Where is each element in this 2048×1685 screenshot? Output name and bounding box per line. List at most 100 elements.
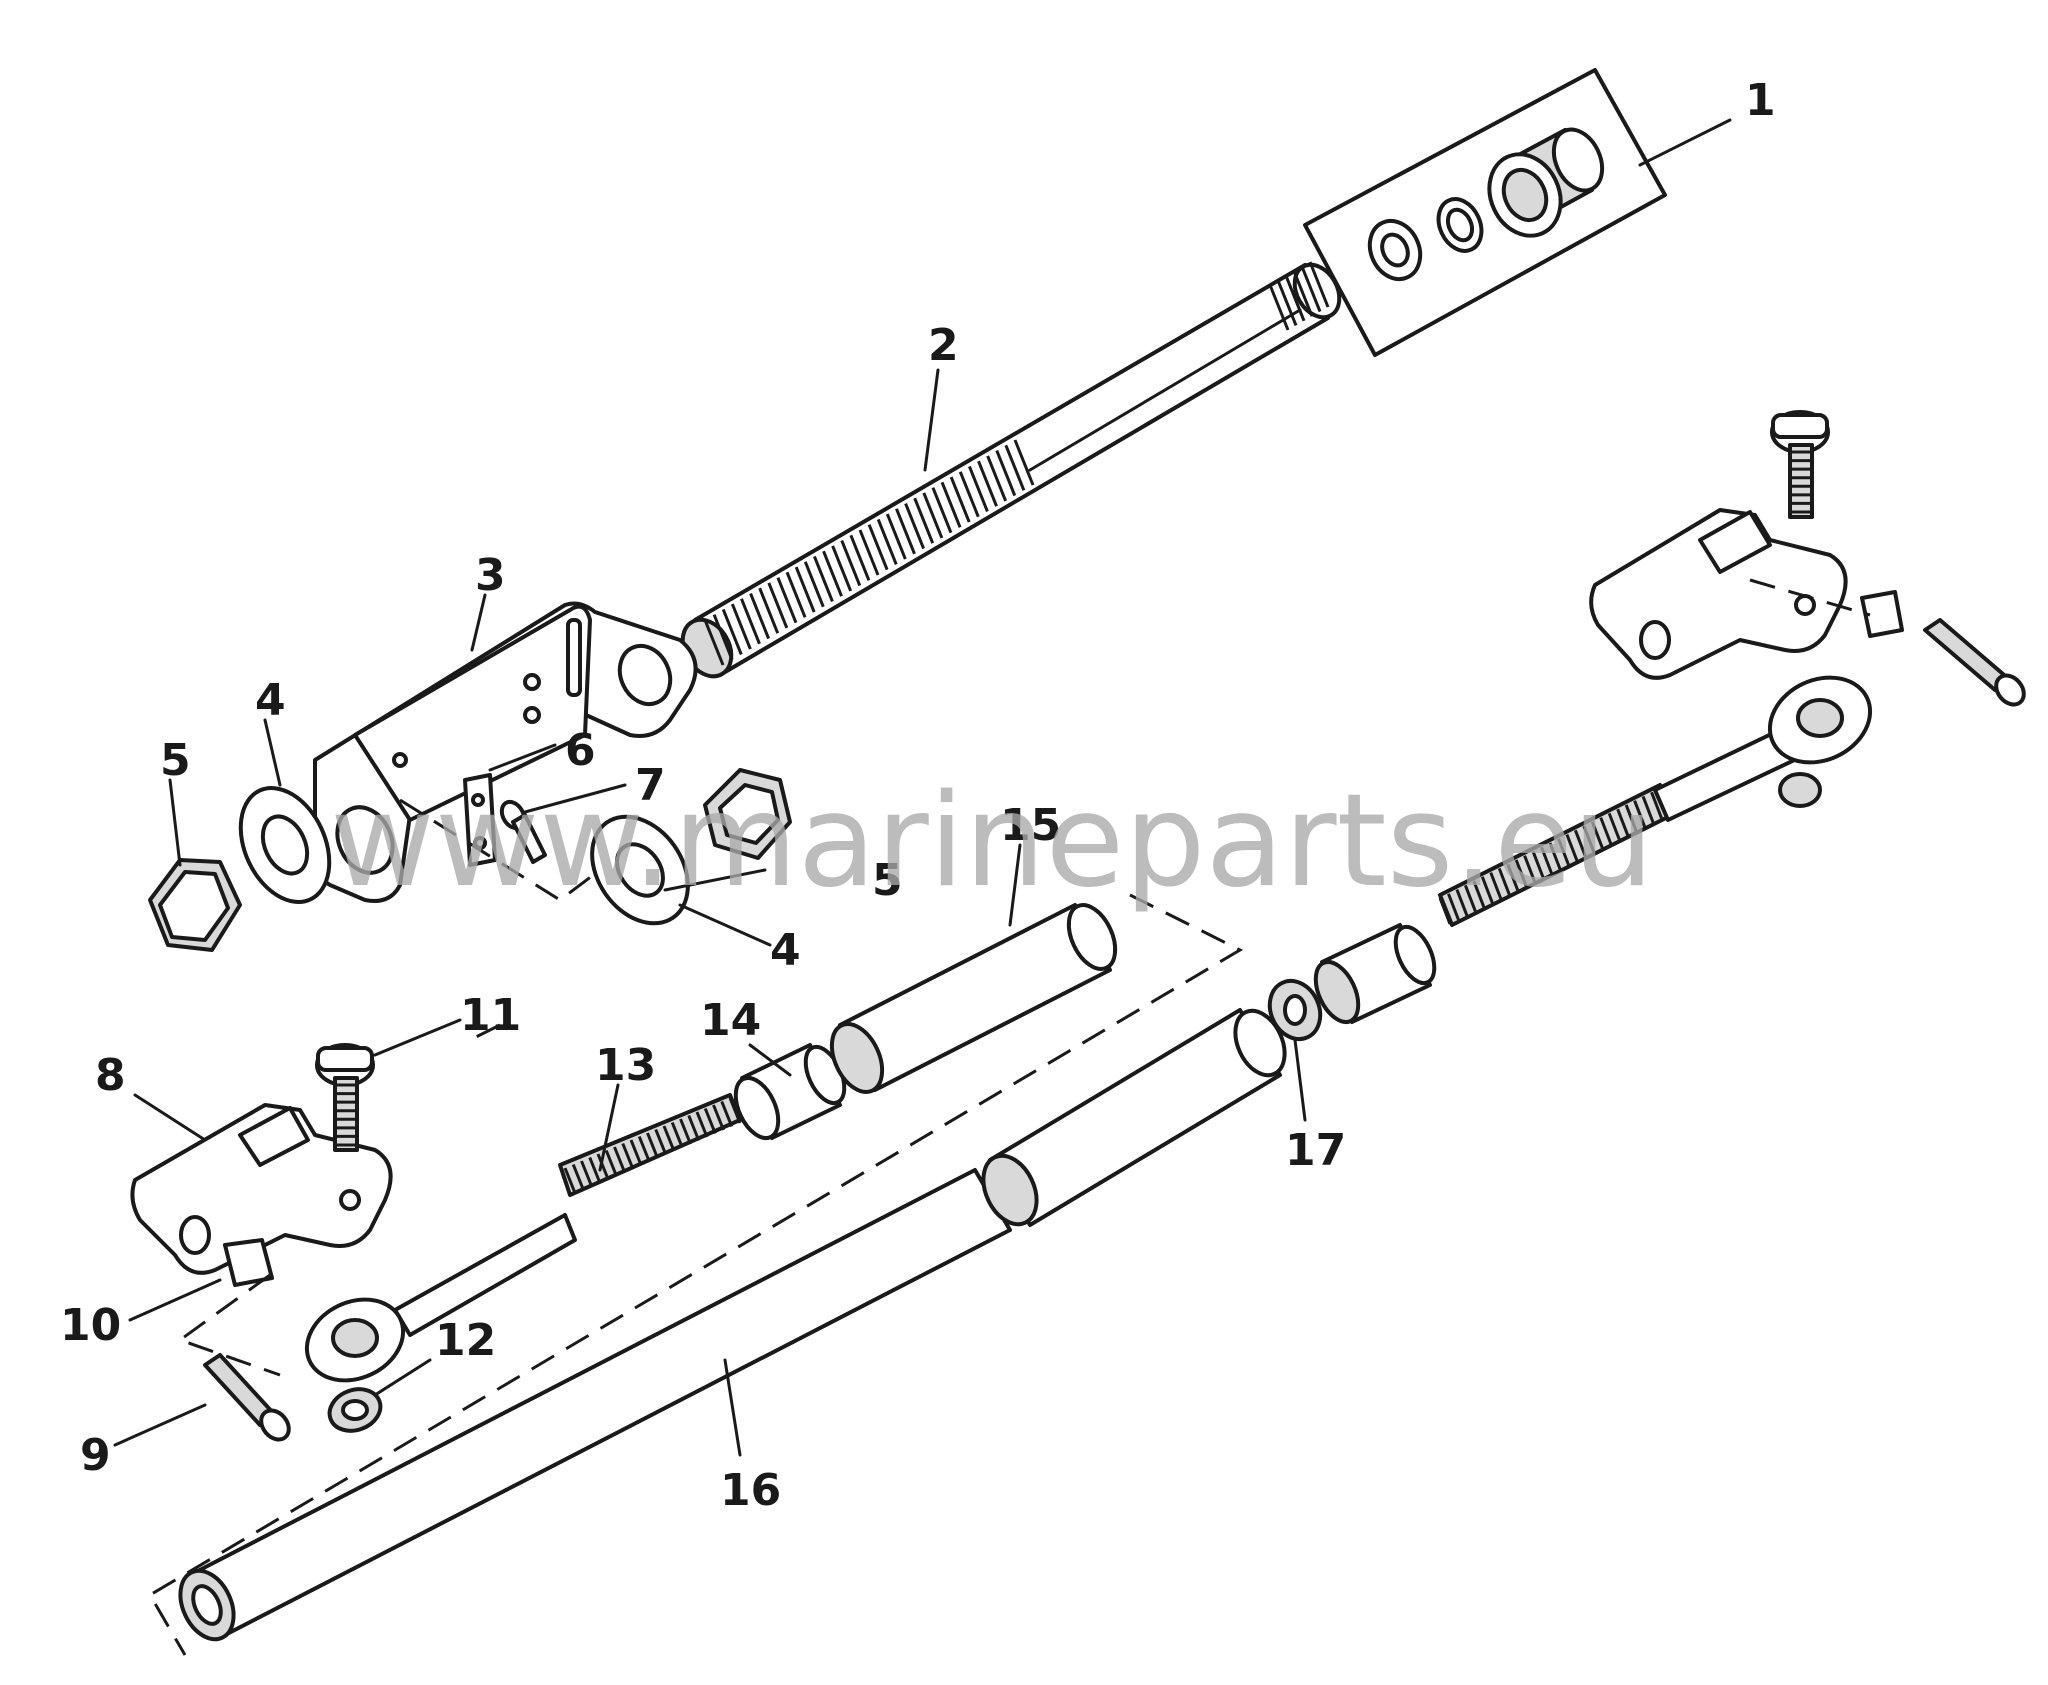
thread-mark (1268, 284, 1290, 331)
thread-mark (670, 1121, 684, 1149)
thread-mark (687, 1114, 701, 1142)
thread-mark (1650, 791, 1663, 819)
thread-mark (703, 1107, 717, 1135)
thread-mark (977, 460, 998, 507)
callout-1: 1 (1745, 75, 1776, 126)
thread-mark (571, 1163, 585, 1191)
thread-mark (876, 518, 898, 565)
thread-mark (895, 508, 916, 555)
thread-mark (1540, 846, 1553, 874)
thread-mark (1308, 261, 1330, 308)
thread-mark (728, 1097, 742, 1124)
leader-lines (113, 118, 1732, 1457)
callout-16: 16 (720, 1465, 781, 1516)
callout-5a: 5 (160, 735, 191, 786)
thread-mark (1624, 804, 1638, 832)
thread-mark (1447, 893, 1460, 921)
callout-4b: 4 (770, 925, 801, 976)
thread-mark (1557, 838, 1570, 866)
part-8-bracket-left (130, 1103, 393, 1275)
callout-10: 10 (60, 1300, 121, 1351)
part-17-nut (1267, 978, 1323, 1042)
thread-mark (922, 492, 944, 539)
thread-mark (767, 582, 789, 629)
thread-mark (858, 529, 880, 576)
part-1-fitting-kit (1303, 68, 1667, 357)
thread-mark (958, 471, 980, 518)
thread-mark (654, 1128, 668, 1156)
thread-mark (1523, 855, 1537, 883)
part-11-bolt (315, 1043, 375, 1152)
thread-mark (1472, 880, 1486, 908)
thread-mark (1480, 876, 1494, 904)
thread-mark (1548, 842, 1562, 870)
thread-mark (849, 534, 871, 581)
thread-mark (613, 1146, 626, 1173)
thread-mark (831, 545, 853, 592)
right-bracket (1589, 410, 2026, 707)
thread-mark (596, 1153, 610, 1180)
thread-mark (695, 1111, 709, 1138)
thread-mark (986, 455, 1008, 502)
part-16-long-tube (178, 1008, 1287, 1642)
part-4-washer-left (238, 786, 332, 904)
part-2-thread-right (1268, 261, 1330, 331)
callout-13: 13 (595, 1040, 656, 1091)
thread-mark (720, 1100, 734, 1128)
watermark-text: www.marineparts.eu (330, 767, 1654, 916)
thread-mark (1633, 800, 1647, 828)
thread-mark (968, 465, 989, 513)
thread-mark (913, 497, 935, 544)
thread-mark (563, 1167, 577, 1194)
part-7-screw (499, 799, 547, 864)
callout-8: 8 (95, 1050, 126, 1101)
thread-mark (940, 481, 962, 528)
callout-6: 6 (565, 725, 596, 776)
right-spacer (1313, 923, 1437, 1024)
part-6-plate (463, 773, 497, 867)
thread-mark (604, 1149, 618, 1177)
thread-mark (1489, 872, 1503, 900)
part-12-nut (327, 1387, 383, 1433)
thread-mark (749, 592, 770, 640)
callout-labels: 1 2 3 4 4 5 5 6 7 8 9 10 11 12 13 14 15 … (60, 75, 1776, 1516)
part-9-screw (203, 1353, 291, 1442)
thread-mark (794, 566, 816, 613)
thread-mark (995, 450, 1017, 497)
thread-mark (740, 598, 761, 645)
callout-17: 17 (1285, 1125, 1346, 1176)
thread-mark (885, 513, 907, 560)
thread-mark (776, 577, 798, 624)
thread-mark (580, 1160, 593, 1187)
part-5-nut-left (148, 858, 242, 952)
callout-9: 9 (80, 1430, 111, 1481)
part-13-rod-end-left (304, 1093, 742, 1383)
thread-mark (840, 540, 862, 587)
callout-12: 12 (435, 1315, 496, 1366)
right-rod-end (1438, 675, 1873, 927)
part-4-washer-right (590, 814, 690, 926)
callout-5b: 5 (872, 855, 903, 906)
thread-mark (1565, 833, 1579, 862)
assembly-dashed-lines (147, 578, 1871, 1656)
part-2-threaded-tube (680, 261, 1342, 679)
thread-mark (949, 476, 971, 523)
thread-mark (712, 1104, 725, 1131)
thread-mark (1013, 439, 1035, 486)
thread-mark (1607, 812, 1621, 840)
thread-mark (1497, 867, 1511, 895)
thread-mark (1531, 850, 1545, 879)
thread-mark (712, 614, 734, 661)
thread-mark (662, 1125, 676, 1152)
thread-mark (730, 603, 752, 650)
thread-mark (803, 561, 825, 608)
part-5-nut-right (703, 768, 792, 860)
thread-mark (1616, 808, 1630, 836)
thread-mark (758, 587, 780, 634)
callout-4a: 4 (255, 675, 286, 726)
callout-15: 15 (1000, 800, 1061, 851)
thread-mark (721, 608, 743, 655)
thread-mark (1455, 888, 1469, 917)
thread-mark (813, 555, 834, 603)
